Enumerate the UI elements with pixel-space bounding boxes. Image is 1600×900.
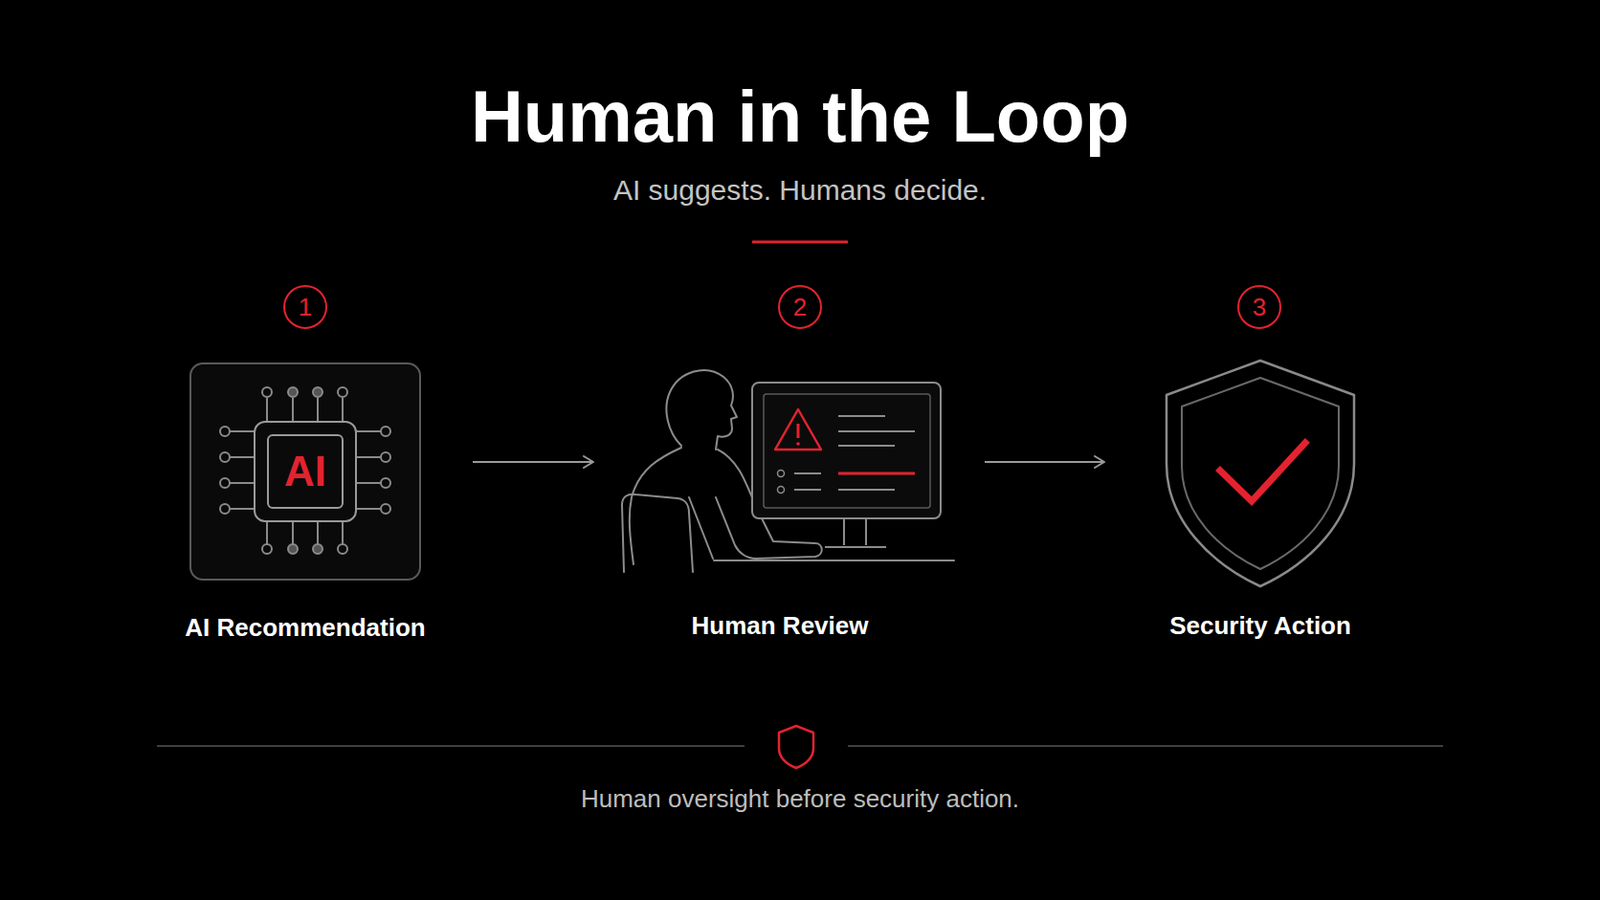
screen-line [794, 488, 822, 491]
shield-inner [1181, 377, 1339, 570]
chip-pin [341, 398, 344, 422]
warning-triangle [775, 409, 822, 450]
monitor-base [824, 546, 887, 549]
warning-mark [797, 423, 800, 439]
screen-line [794, 472, 822, 475]
chip-pin-end [337, 544, 348, 555]
human-review-station: Human Review [612, 363, 948, 575]
ai-chip: AI [253, 421, 357, 523]
chair [622, 494, 693, 573]
chip-pin [316, 522, 319, 545]
flow-arrow [984, 461, 1105, 464]
chip-pin [356, 508, 381, 511]
security-shield: Security Action [1164, 358, 1356, 589]
step-number: 2 [777, 285, 823, 330]
person-illustration [622, 370, 955, 573]
node-label: Human Review [691, 613, 869, 639]
screen-line [838, 444, 895, 447]
monitor-frame [752, 382, 941, 519]
chip-pin [266, 522, 268, 545]
chip-pin-end [380, 452, 391, 463]
monitor-screen [763, 394, 931, 509]
chip-pins [220, 387, 391, 555]
subtitle: AI suggests. Humans decide. [0, 176, 1600, 205]
chip-pin-end [312, 544, 323, 555]
chip-pin [229, 456, 254, 459]
chip-pin-end [220, 504, 230, 514]
chip-pin [229, 508, 254, 511]
chip-pin [229, 430, 254, 433]
shield-outline [1164, 358, 1356, 589]
chip-pin-end [220, 452, 230, 463]
step-number: 3 [1237, 285, 1282, 330]
screen-line [838, 430, 915, 433]
divider-line [156, 745, 745, 748]
chip-pin-end [262, 387, 272, 398]
chip-pin-end [312, 387, 323, 398]
diagram-caption: Human oversight before security action. [0, 786, 1600, 812]
monitor-stand [844, 518, 867, 546]
diagram-title: Human in the Loop [0, 80, 1600, 154]
title-underline [752, 241, 848, 245]
chip-pin-end [380, 478, 391, 489]
warning-dot [796, 442, 800, 446]
chip-label: AI [255, 422, 356, 521]
chip-pin [229, 482, 254, 485]
step-number: 1 [283, 285, 328, 330]
person-torso [688, 497, 713, 559]
chip-pin [356, 456, 381, 459]
screen-bullet [777, 487, 785, 494]
chip-pin [341, 522, 344, 545]
desk-line [713, 559, 955, 562]
screen-line [838, 415, 886, 418]
monitor-illustration [752, 382, 941, 548]
chip-pin [316, 398, 319, 422]
chip-pin [356, 482, 381, 485]
chip-pin-end [288, 387, 298, 398]
chip-pin [291, 398, 294, 422]
chip-pin [266, 398, 268, 422]
chip-pin-end [220, 426, 230, 437]
chip-pin-end [220, 478, 230, 489]
chip-pin [291, 522, 294, 545]
chip-pin-end [380, 426, 391, 437]
person-arm [715, 449, 823, 559]
node-label: Security Action [1169, 613, 1352, 639]
check-mark [1220, 443, 1306, 502]
chip-pin-end [262, 544, 272, 555]
divider-line [847, 745, 1444, 748]
chip-pin-end [337, 387, 348, 398]
screen-line [838, 488, 895, 491]
screen-bullet [777, 470, 785, 478]
flow-arrow [472, 461, 594, 464]
node-label: AI Recommendation [184, 615, 425, 641]
chip-pin-end [288, 544, 298, 555]
shield-outer [1166, 360, 1355, 587]
screen-highlight [838, 472, 915, 476]
person-back [629, 447, 682, 565]
small-shield-icon [778, 726, 814, 769]
ai-module-box: AI RecommendationAI [189, 362, 422, 581]
chip-pin-end [380, 504, 391, 514]
chip-pin [356, 430, 381, 433]
person-head [666, 370, 737, 450]
